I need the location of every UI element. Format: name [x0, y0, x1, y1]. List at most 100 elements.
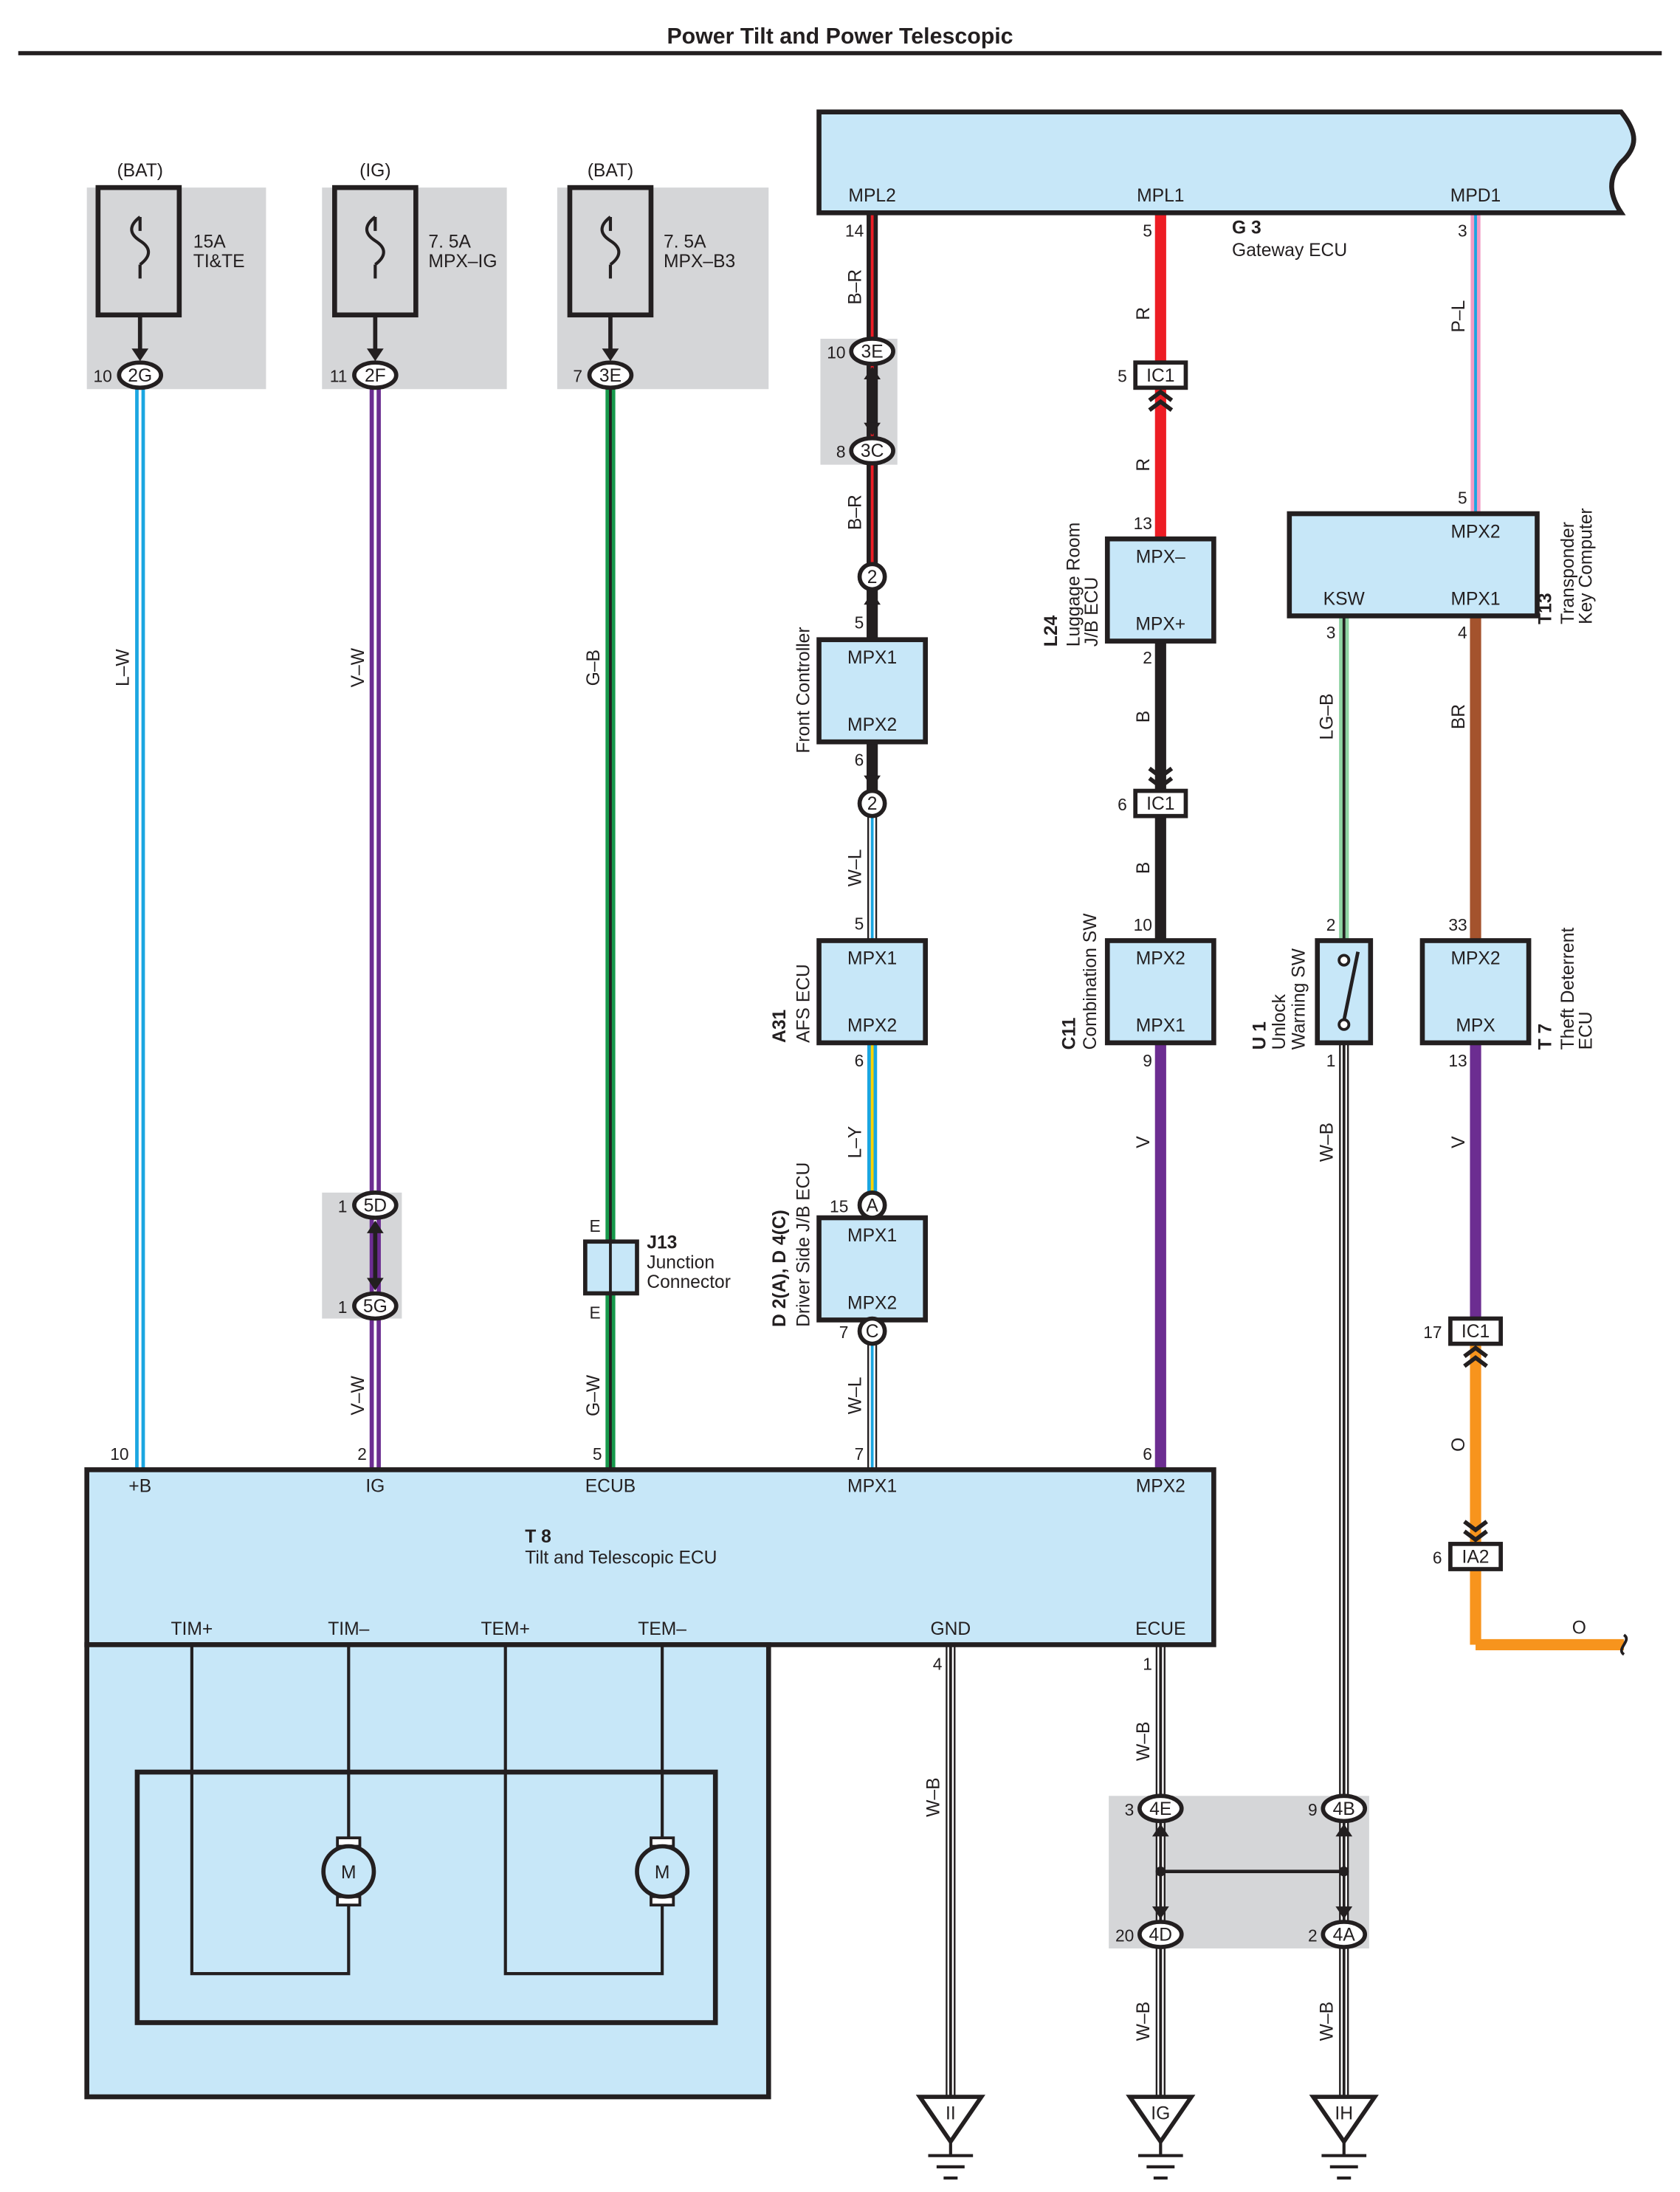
pin-label: 15	[830, 1196, 848, 1216]
pin-label: 11	[330, 367, 348, 386]
wire-label: V	[1134, 1136, 1154, 1148]
arrow-icon	[366, 1278, 384, 1291]
motor-wiring: M M	[190, 1644, 690, 1976]
u1-name: Warning SW	[1290, 948, 1309, 1050]
l24-name: Luggage Room	[1064, 523, 1084, 647]
wire-label: L–Y	[845, 1126, 865, 1159]
terminal-label: TEM–	[638, 1619, 686, 1639]
pin-label: 13	[1134, 514, 1152, 533]
connector-label: 2F	[365, 366, 386, 386]
pin-numbers: 10 11 7 1 1 10 2 5 7 6 14 5 3 10 8 5 6 5…	[93, 221, 1467, 1945]
ground-icon: IH	[1309, 2095, 1379, 2180]
terminal-label: TIM+	[171, 1619, 213, 1639]
connector-label: 5G	[363, 1297, 388, 1317]
wire-label: W–B	[924, 1777, 944, 1816]
pin-label: 33	[1448, 915, 1467, 934]
connector-label: 5D	[364, 1196, 388, 1216]
wire-label: BR	[1449, 704, 1469, 729]
pin-label: 5	[593, 1444, 602, 1464]
connector-oval: 3E	[587, 360, 634, 390]
wire-label: W–B	[1318, 1123, 1338, 1162]
junction-dot	[1339, 1867, 1349, 1877]
t13-code: T13	[1535, 593, 1555, 624]
wire-label: B–R	[845, 494, 865, 530]
switch-icon	[1338, 951, 1360, 1031]
pin-label: 17	[1423, 1323, 1442, 1342]
arrow-icon	[1335, 1824, 1353, 1837]
connector-chevron-icon	[1148, 389, 1174, 412]
fuse-icon	[130, 216, 151, 279]
connector-label: 3C	[861, 441, 884, 461]
terminal-label: MPX2	[847, 1293, 897, 1313]
terminal-label: MPX	[1456, 1016, 1495, 1036]
connector-oval: 2F	[352, 360, 399, 390]
pin-label: 4	[933, 1655, 943, 1674]
terminal-mpl2: MPL2	[848, 186, 895, 206]
pin-label: 2	[1308, 1926, 1318, 1945]
wire-label: R	[1134, 307, 1154, 320]
pin-label: 9	[1143, 1051, 1152, 1070]
t7-code: T 7	[1535, 1024, 1555, 1050]
terminal-label: +B	[128, 1477, 151, 1497]
terminal-label: GND	[930, 1619, 971, 1639]
ground-icon: IG	[1126, 2095, 1196, 2180]
terminal-label: MPX2	[1450, 522, 1500, 542]
connector-box: IC1	[1448, 1316, 1504, 1346]
box-terminal-labels: MPX1 MPX2 MPX1 MPX2 MPX1 MPX2 MPX– MPX+ …	[128, 522, 1500, 1639]
pin-label: 1	[338, 1196, 348, 1216]
front-controller-box	[816, 637, 929, 745]
arrow-icon	[602, 348, 619, 362]
terminal-label: ECUB	[585, 1477, 636, 1497]
gateway-code: G 3	[1232, 218, 1261, 238]
pin-label: 6	[855, 1051, 864, 1070]
connector-label: 4A	[1333, 1926, 1356, 1945]
j13-name: Junction	[647, 1252, 715, 1272]
driver-jb-name: Driver Side J/B ECU	[793, 1162, 813, 1327]
motor-leads	[190, 1644, 664, 1976]
terminal-label: MPX1	[847, 1477, 897, 1497]
pin-label: E	[590, 1303, 601, 1323]
c11-name: Combination SW	[1081, 913, 1101, 1050]
terminal-label: KSW	[1323, 589, 1366, 609]
connector-label: IC1	[1146, 366, 1174, 386]
pin-label: 5	[855, 613, 864, 633]
t7-name: ECU	[1576, 1011, 1596, 1050]
connector-label: 4B	[1333, 1799, 1355, 1819]
connector-round: A	[857, 1190, 887, 1220]
ground-label: IH	[1335, 2103, 1353, 2123]
component-names: Front Controller A31 AFS ECU D 2(A), D 4…	[770, 508, 1596, 1327]
fuse-rating: 15A	[193, 232, 226, 252]
ground-icon: II	[915, 2095, 985, 2180]
connector-oval: 4A	[1321, 1920, 1368, 1949]
wire-label: V	[1449, 1136, 1469, 1148]
arrow-icon	[1335, 1906, 1353, 1920]
connector-oval: 3C	[849, 435, 895, 466]
arrow-icon	[366, 1220, 384, 1233]
arrow-icon	[864, 592, 881, 605]
pin-label: 5	[1143, 221, 1152, 241]
connector-oval: 5D	[352, 1190, 399, 1220]
connector-round: C	[857, 1316, 887, 1346]
wire-label: P–L	[1449, 300, 1469, 333]
pin-label: 14	[845, 221, 864, 241]
pin-label: 9	[1308, 1800, 1318, 1819]
fuse-name: TI&TE	[193, 252, 245, 272]
connector-oval: 5G	[352, 1291, 399, 1321]
pin-label: 8	[836, 442, 846, 461]
fuse-mpx-b3: (BAT) 7. 5A MPX–B3	[567, 161, 735, 318]
connector-label: 4E	[1149, 1799, 1171, 1819]
pin-label: 2	[1143, 648, 1152, 667]
connector-label: 3E	[861, 342, 884, 362]
connector-box: IC1	[1133, 788, 1188, 818]
wire-labels: L–W V–W G–B V–W G–W B–R B–R W–L L–Y W–L …	[114, 269, 1586, 2041]
component-boxes	[84, 511, 1540, 2100]
connector-label: 4D	[1149, 1926, 1173, 1945]
pin-label: 5	[855, 914, 864, 933]
connector-label: 3E	[599, 366, 622, 386]
connector-box: IC1	[1133, 360, 1188, 390]
connector-label: 2	[867, 568, 878, 587]
motor-icon: M	[635, 1836, 690, 1907]
pin-label: 6	[1118, 795, 1127, 814]
t13-name: Key Computer	[1576, 508, 1596, 624]
